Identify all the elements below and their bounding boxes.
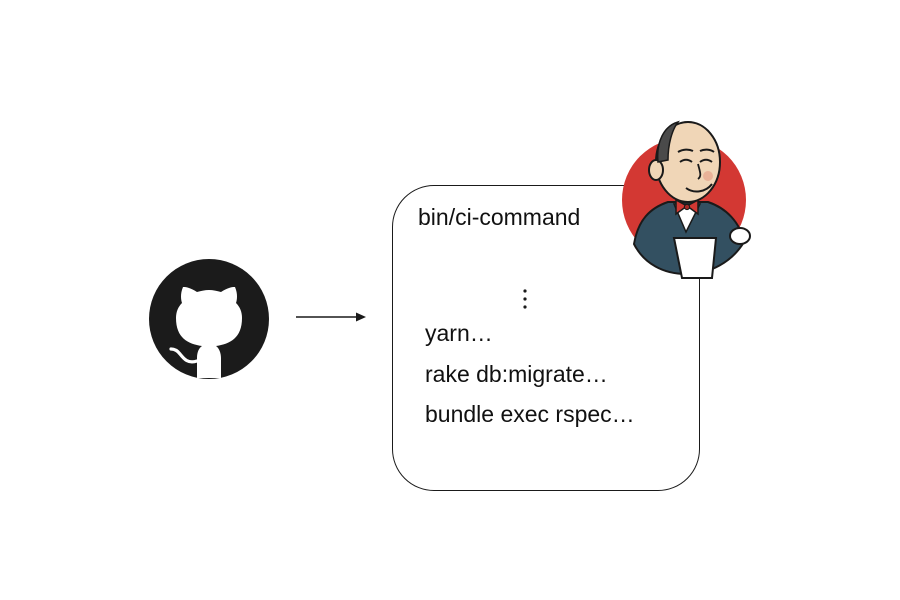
- command-rake-db-migrate: rake db:migrate…: [425, 361, 608, 387]
- right-arrow-icon: [296, 312, 366, 322]
- command-rspec: bundle exec rspec…: [425, 401, 635, 427]
- jenkins-butler-icon: [622, 120, 751, 279]
- ci-command-box: bin/ci-command yarn… rake db:migrate… bu…: [392, 185, 700, 491]
- vertical-ellipsis-icon: [523, 289, 527, 309]
- command-yarn: yarn…: [425, 320, 493, 346]
- github-octocat-icon: [149, 259, 269, 379]
- ci-command-title: bin/ci-command: [418, 204, 581, 230]
